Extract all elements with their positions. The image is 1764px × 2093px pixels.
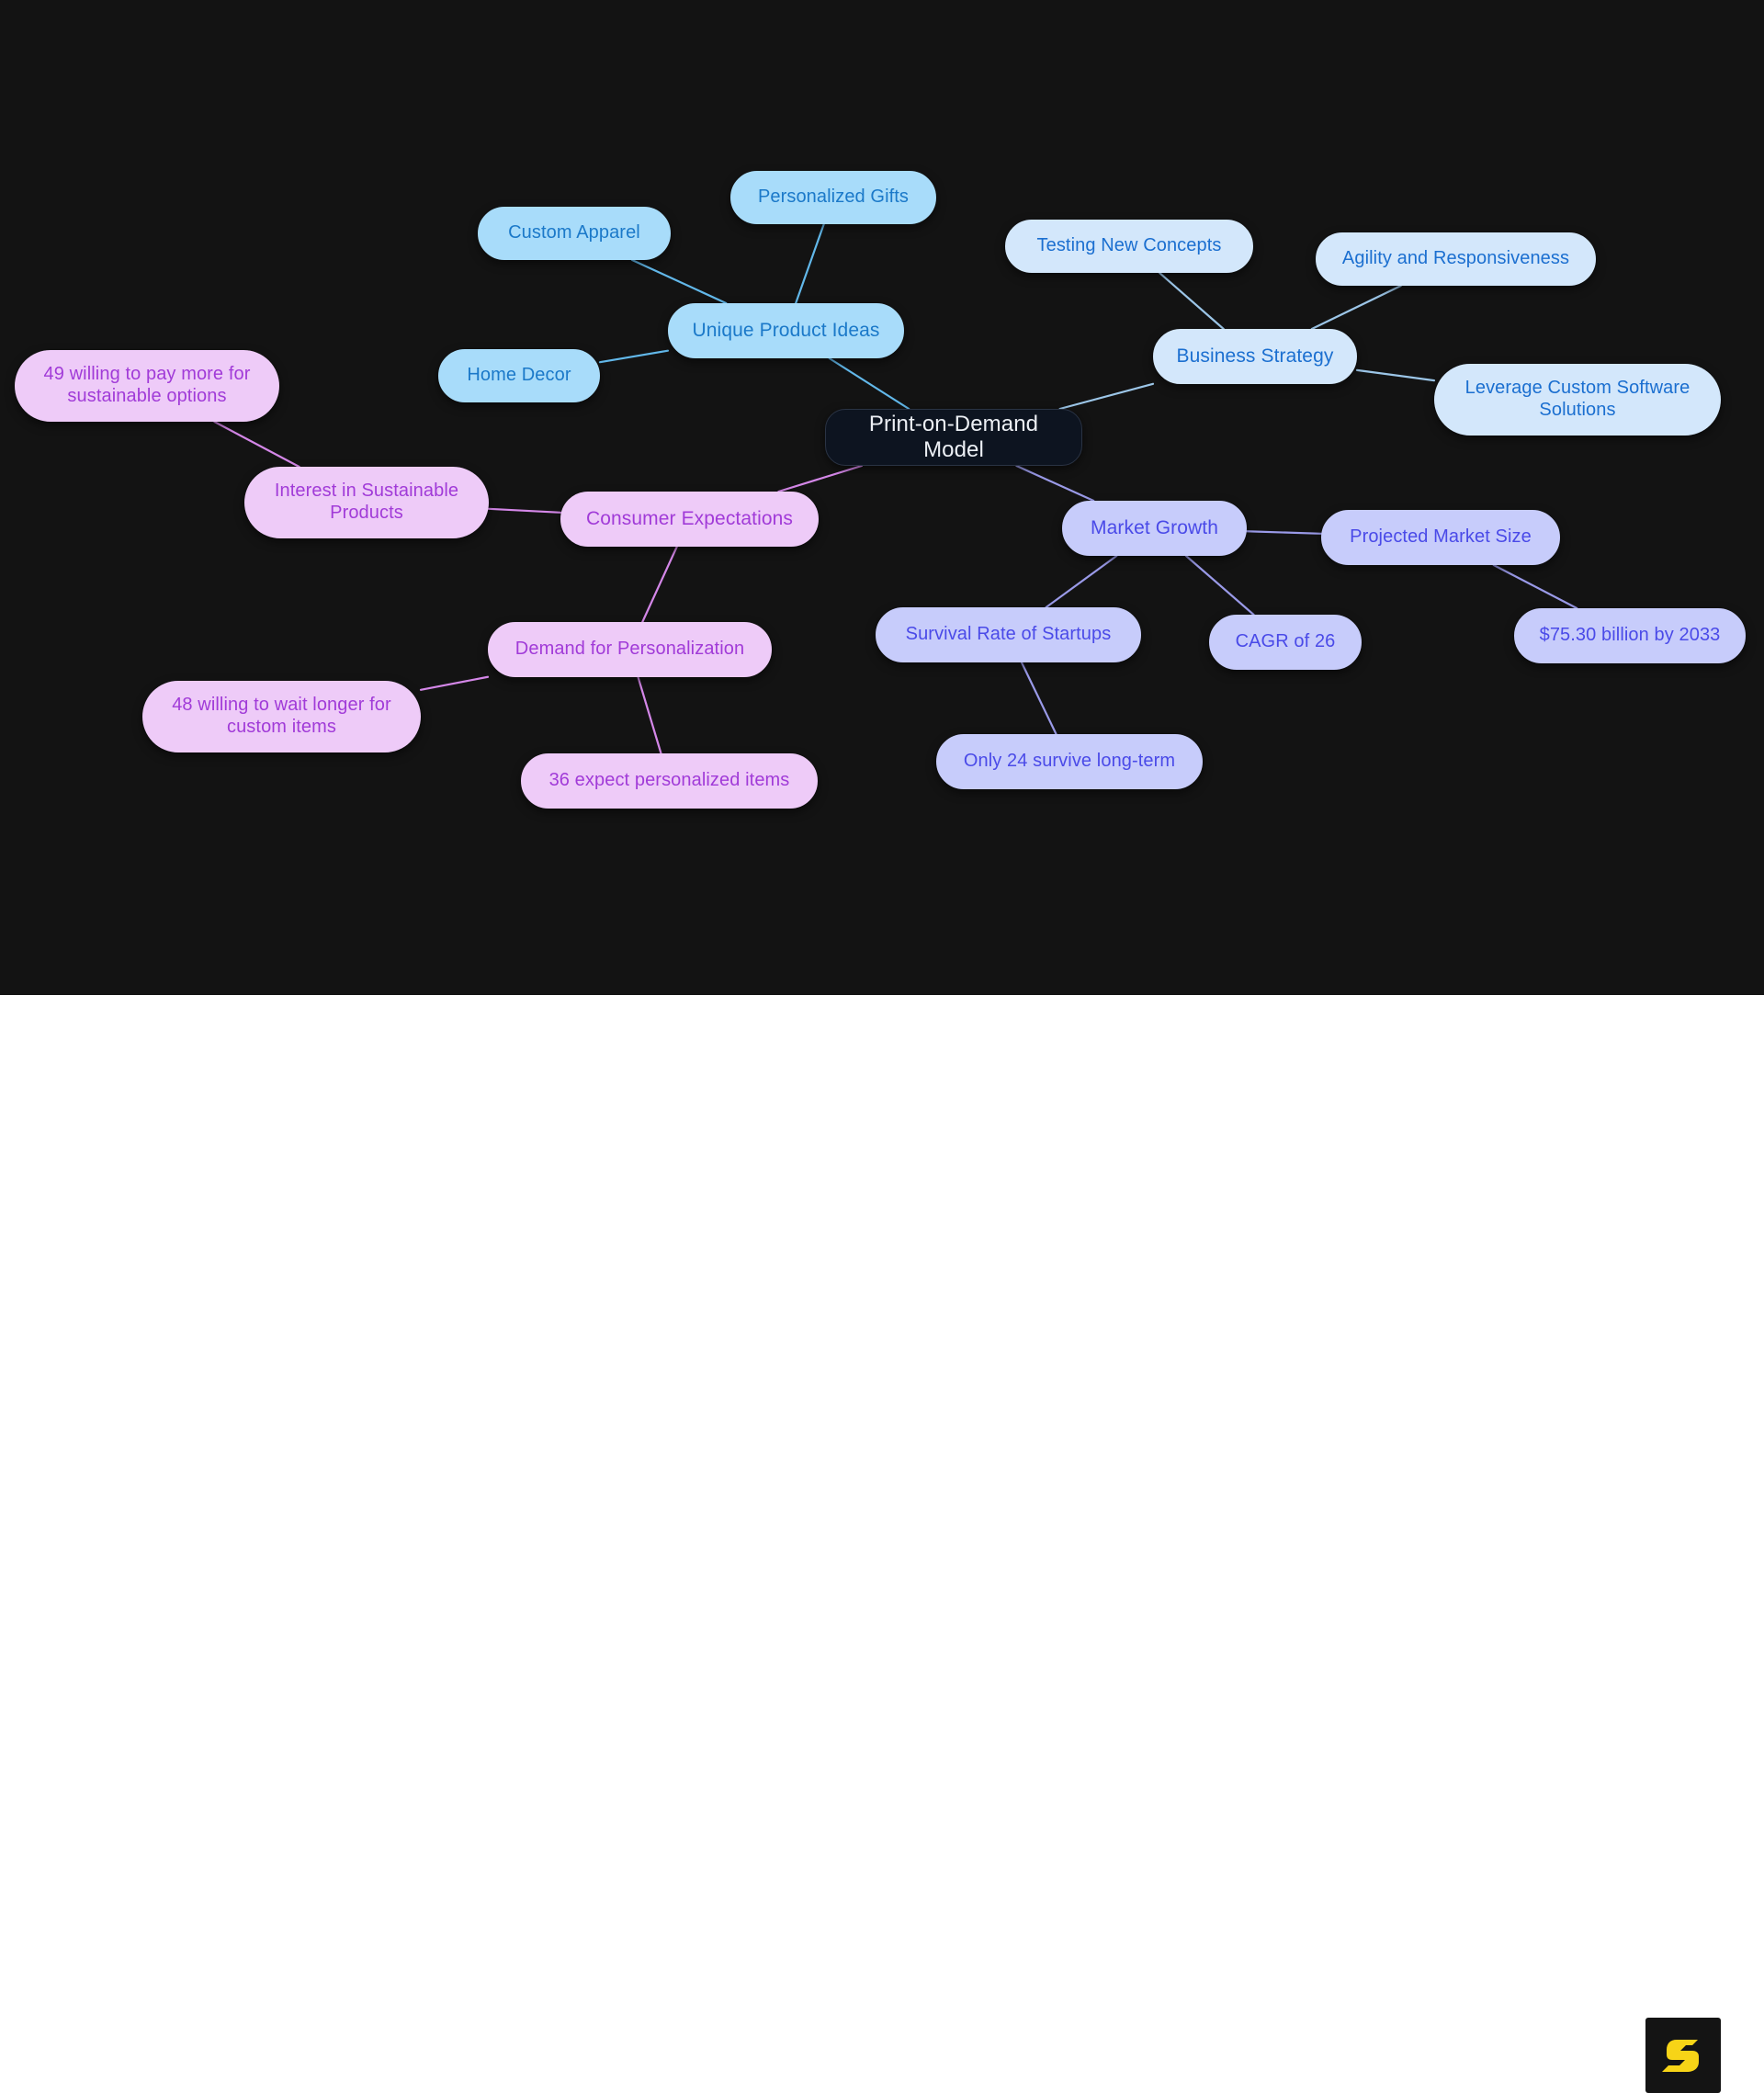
edge-business-strategy-to-leverage-custom-software-solutions: [1355, 368, 1436, 382]
node-survive-long-term[interactable]: Only 24 survive long-term: [936, 734, 1203, 789]
edge-projected-market-size-to-market-size-value: [1492, 563, 1578, 610]
node-interest-in-sustainable-products[interactable]: Interest in Sustainable Products: [244, 467, 489, 538]
node-label: Interest in Sustainable Products: [274, 481, 459, 523]
node-label: Market Growth: [1091, 516, 1218, 538]
node-expect-personalized-items[interactable]: 36 expect personalized items: [521, 753, 818, 809]
node-market-size-value[interactable]: $75.30 billion by 2033: [1514, 608, 1746, 663]
node-label: Home Decor: [467, 365, 571, 386]
node-root[interactable]: Print-on-Demand Model: [825, 409, 1082, 466]
edge-root-to-consumer-expectations: [777, 464, 863, 493]
node-label: Agility and Responsiveness: [1341, 248, 1570, 269]
edge-demand-for-personalization-to-willing-to-wait-longer: [419, 675, 490, 691]
node-home-decor[interactable]: Home Decor: [438, 349, 600, 402]
node-projected-market-size[interactable]: Projected Market Size: [1321, 510, 1560, 565]
node-consumer-expectations[interactable]: Consumer Expectations: [560, 492, 819, 547]
node-willing-to-pay-more[interactable]: 49 willing to pay more for sustainable o…: [15, 350, 279, 422]
node-label: Unique Product Ideas: [692, 319, 880, 341]
edge-market-growth-to-cagr: [1184, 554, 1255, 617]
node-label: $75.30 billion by 2033: [1539, 625, 1721, 646]
edge-business-strategy-to-testing-new-concepts: [1159, 271, 1225, 331]
s-logo-icon: [1662, 2040, 1699, 2072]
node-label: Consumer Expectations: [585, 507, 794, 529]
node-label: Testing New Concepts: [1036, 235, 1222, 256]
edge-market-growth-to-survival-rate-of-startups: [1045, 554, 1118, 609]
edge-unique-product-ideas-to-home-decor: [598, 349, 670, 364]
edge-demand-for-personalization-to-expect-personalized-items: [637, 675, 662, 755]
edge-market-growth-to-projected-market-size: [1245, 530, 1323, 535]
node-label: Print-on-Demand Model: [868, 411, 1039, 462]
node-market-growth[interactable]: Market Growth: [1062, 501, 1247, 556]
node-demand-for-personalization[interactable]: Demand for Personalization: [488, 622, 772, 677]
node-testing-new-concepts[interactable]: Testing New Concepts: [1005, 220, 1253, 273]
node-willing-to-wait-longer[interactable]: 48 willing to wait longer for custom ite…: [142, 681, 421, 752]
footer-bar: [0, 995, 1764, 2093]
node-label: 36 expect personalized items: [548, 770, 790, 791]
node-label: Survival Rate of Startups: [905, 624, 1112, 645]
s-logo[interactable]: [1645, 2018, 1721, 2093]
edge-survival-rate-of-startups-to-survive-long-term: [1020, 661, 1057, 736]
node-label: Leverage Custom Software Solutions: [1464, 378, 1690, 420]
node-label: Demand for Personalization: [514, 639, 745, 660]
node-leverage-custom-software-solutions[interactable]: Leverage Custom Software Solutions: [1434, 364, 1721, 436]
node-label: CAGR of 26: [1235, 631, 1336, 652]
node-label: 49 willing to pay more for sustainable o…: [43, 364, 251, 406]
node-cagr[interactable]: CAGR of 26: [1209, 615, 1362, 670]
node-survival-rate-of-startups[interactable]: Survival Rate of Startups: [876, 607, 1141, 662]
edge-consumer-expectations-to-interest-in-sustainable-products: [487, 507, 562, 514]
node-unique-product-ideas[interactable]: Unique Product Ideas: [668, 303, 904, 358]
node-business-strategy[interactable]: Business Strategy: [1153, 329, 1357, 384]
node-label: Personalized Gifts: [757, 187, 910, 208]
edge-root-to-business-strategy: [1058, 382, 1155, 411]
node-agility-and-responsiveness[interactable]: Agility and Responsiveness: [1316, 232, 1596, 286]
node-personalized-gifts[interactable]: Personalized Gifts: [730, 171, 936, 224]
node-custom-apparel[interactable]: Custom Apparel: [478, 207, 671, 260]
node-label: 48 willing to wait longer for custom ite…: [172, 695, 391, 737]
edge-unique-product-ideas-to-personalized-gifts: [795, 222, 825, 305]
edge-consumer-expectations-to-demand-for-personalization: [641, 545, 678, 624]
node-label: Business Strategy: [1176, 345, 1334, 367]
edge-root-to-unique-product-ideas: [828, 356, 910, 411]
node-label: Only 24 survive long-term: [963, 751, 1176, 772]
edge-root-to-market-growth: [1015, 464, 1095, 503]
node-label: Custom Apparel: [508, 222, 640, 243]
node-label: Projected Market Size: [1350, 526, 1532, 548]
mindmap-canvas[interactable]: Print-on-Demand Model Unique Product Idea…: [0, 0, 1764, 995]
edge-business-strategy-to-agility-and-responsiveness: [1310, 284, 1402, 331]
edge-unique-product-ideas-to-custom-apparel: [630, 258, 728, 305]
edge-interest-in-sustainable-products-to-willing-to-pay-more: [213, 420, 300, 469]
